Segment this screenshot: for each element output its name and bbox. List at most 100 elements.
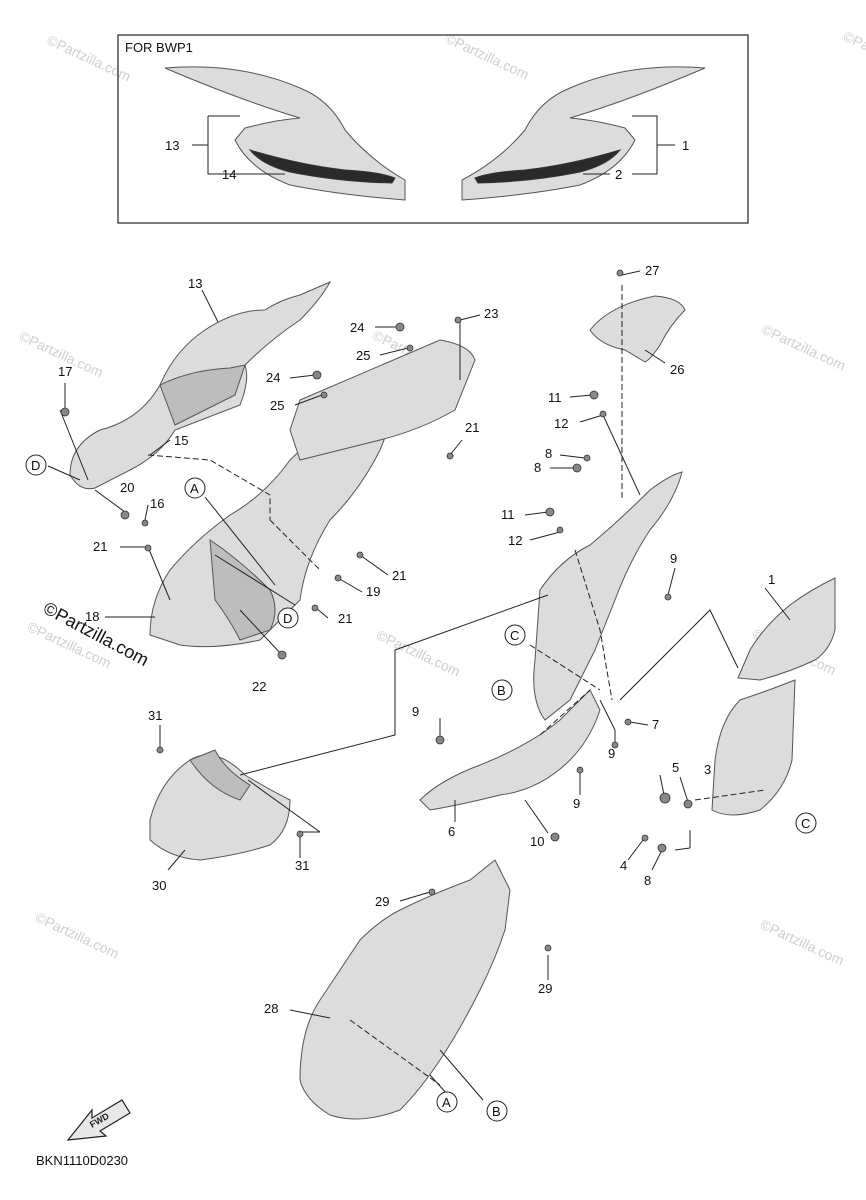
side-cover-right-variant xyxy=(461,66,706,201)
callout-D-left: D xyxy=(25,454,47,476)
part-number-17: 17 xyxy=(58,364,72,379)
dash-line-3 xyxy=(694,789,766,801)
svg-text:C: C xyxy=(510,628,519,643)
svg-text:C: C xyxy=(801,816,810,831)
leader-1-2 xyxy=(632,115,658,175)
part-number-5: 5 xyxy=(672,760,679,775)
diagram-code: BKN1110D0230 xyxy=(36,1153,128,1168)
watermark-text: ©Partzilla.com xyxy=(841,28,866,81)
fwd-arrow: FWD xyxy=(66,1099,131,1141)
part-number-18: 18 xyxy=(85,609,99,624)
svg-text:B: B xyxy=(497,683,506,698)
seat-base-6 xyxy=(419,689,601,811)
part-number-9-b: 9 xyxy=(412,704,419,719)
dash-line-12 xyxy=(574,549,613,701)
part-number-12-b: 12 xyxy=(508,533,522,548)
part-number-1-box: 1 xyxy=(682,138,689,153)
part-number-7: 7 xyxy=(652,717,659,732)
part-number-25-a: 25 xyxy=(356,348,370,363)
svg-text:D: D xyxy=(283,611,292,626)
fasteners xyxy=(60,269,693,952)
part-number-8-b: 8 xyxy=(534,460,541,475)
tail-piece-26 xyxy=(589,295,686,363)
callout-A-bottom: A xyxy=(436,1091,458,1113)
seat-frame-center xyxy=(289,339,476,461)
part-number-12-a: 12 xyxy=(554,416,568,431)
part-number-23: 23 xyxy=(484,306,498,321)
dash-line-15 xyxy=(147,454,271,520)
part-number-15: 15 xyxy=(174,433,188,448)
part-number-13: 13 xyxy=(188,276,202,291)
svg-text:A: A xyxy=(442,1095,451,1110)
leader-lines xyxy=(47,270,791,1101)
inner-panel-12 xyxy=(533,471,683,721)
part-number-8-c: 8 xyxy=(644,873,651,888)
part-number-24-b: 24 xyxy=(266,370,280,385)
part-number-28: 28 xyxy=(264,1001,278,1016)
part-number-9-c: 9 xyxy=(608,746,615,761)
part-number-20: 20 xyxy=(120,480,134,495)
part-number-26: 26 xyxy=(670,362,684,377)
part-number-25-b: 25 xyxy=(270,398,284,413)
inner-fender-28 xyxy=(299,859,511,1120)
part-number-2-box: 2 xyxy=(615,167,622,182)
part-number-21-a: 21 xyxy=(93,539,107,554)
part-labels: 13 17 15 20 1 6 21 18 22 21 19 21 21 24 2… xyxy=(58,263,775,1016)
part-number-29-a: 29 xyxy=(375,894,389,909)
part-number-9-a: 9 xyxy=(670,551,677,566)
link-line-1 xyxy=(619,609,739,701)
part-number-30: 30 xyxy=(152,878,166,893)
side-cover-1 xyxy=(737,577,836,681)
callout-B-bottom: B xyxy=(486,1100,508,1122)
part-number-29-b: 29 xyxy=(538,981,552,996)
part-number-27: 27 xyxy=(645,263,659,278)
part-number-6: 6 xyxy=(448,824,455,839)
dash-line-19 xyxy=(269,519,321,571)
part-number-24-a: 24 xyxy=(350,320,364,335)
callout-C-right: C xyxy=(795,812,817,834)
side-cover-lower-3 xyxy=(711,679,796,816)
part-number-19: 19 xyxy=(366,584,380,599)
link-line-30 xyxy=(239,594,549,776)
part-number-10: 10 xyxy=(530,834,544,849)
part-number-9-d: 9 xyxy=(573,796,580,811)
part-number-31-a: 31 xyxy=(148,708,162,723)
svg-text:B: B xyxy=(492,1104,501,1119)
under-tray-30-inner xyxy=(189,749,251,801)
part-number-21-c: 21 xyxy=(392,568,406,583)
part-number-1: 1 xyxy=(768,572,775,587)
part-number-8-a: 8 xyxy=(545,446,552,461)
variant-box-title: FOR BWP1 xyxy=(125,40,193,55)
callout-D-right: D xyxy=(277,607,299,629)
part-number-3: 3 xyxy=(704,762,711,777)
watermark-text: ©Partzilla.com xyxy=(758,916,847,969)
dash-line-B xyxy=(539,689,591,736)
watermark-text: ©Partzilla.com xyxy=(759,321,848,374)
stripe-right-variant xyxy=(474,149,622,184)
part-number-11-b: 11 xyxy=(501,507,515,522)
dash-line-C xyxy=(529,644,601,691)
side-cover-13-inner xyxy=(159,364,246,426)
part-number-22: 22 xyxy=(252,679,266,694)
part-number-13-box: 13 xyxy=(165,138,179,153)
part-number-21-d: 21 xyxy=(465,420,479,435)
svg-text:D: D xyxy=(31,458,40,473)
side-cover-left-variant xyxy=(164,66,406,201)
watermark-text: ©Partzilla.com xyxy=(374,627,463,680)
part-number-21-b: 21 xyxy=(338,611,352,626)
dash-line-A xyxy=(349,1019,441,1086)
leader-14 xyxy=(207,116,240,175)
callout-B-left: B xyxy=(491,679,513,701)
variant-box-frame xyxy=(117,34,749,224)
part-number-31-b: 31 xyxy=(295,858,309,873)
part-number-4: 4 xyxy=(620,858,627,873)
seat-frame-detail xyxy=(209,539,276,641)
part-number-11-a: 11 xyxy=(548,390,562,405)
watermark-text: ©Partzilla.com xyxy=(443,30,532,83)
svg-text:A: A xyxy=(190,481,199,496)
watermark-text: ©Partzilla.com xyxy=(33,909,122,962)
stripe-left-variant xyxy=(248,149,396,184)
watermark-text: ©Partzilla.com xyxy=(45,32,134,85)
fwd-arrow-icon xyxy=(66,1099,131,1141)
